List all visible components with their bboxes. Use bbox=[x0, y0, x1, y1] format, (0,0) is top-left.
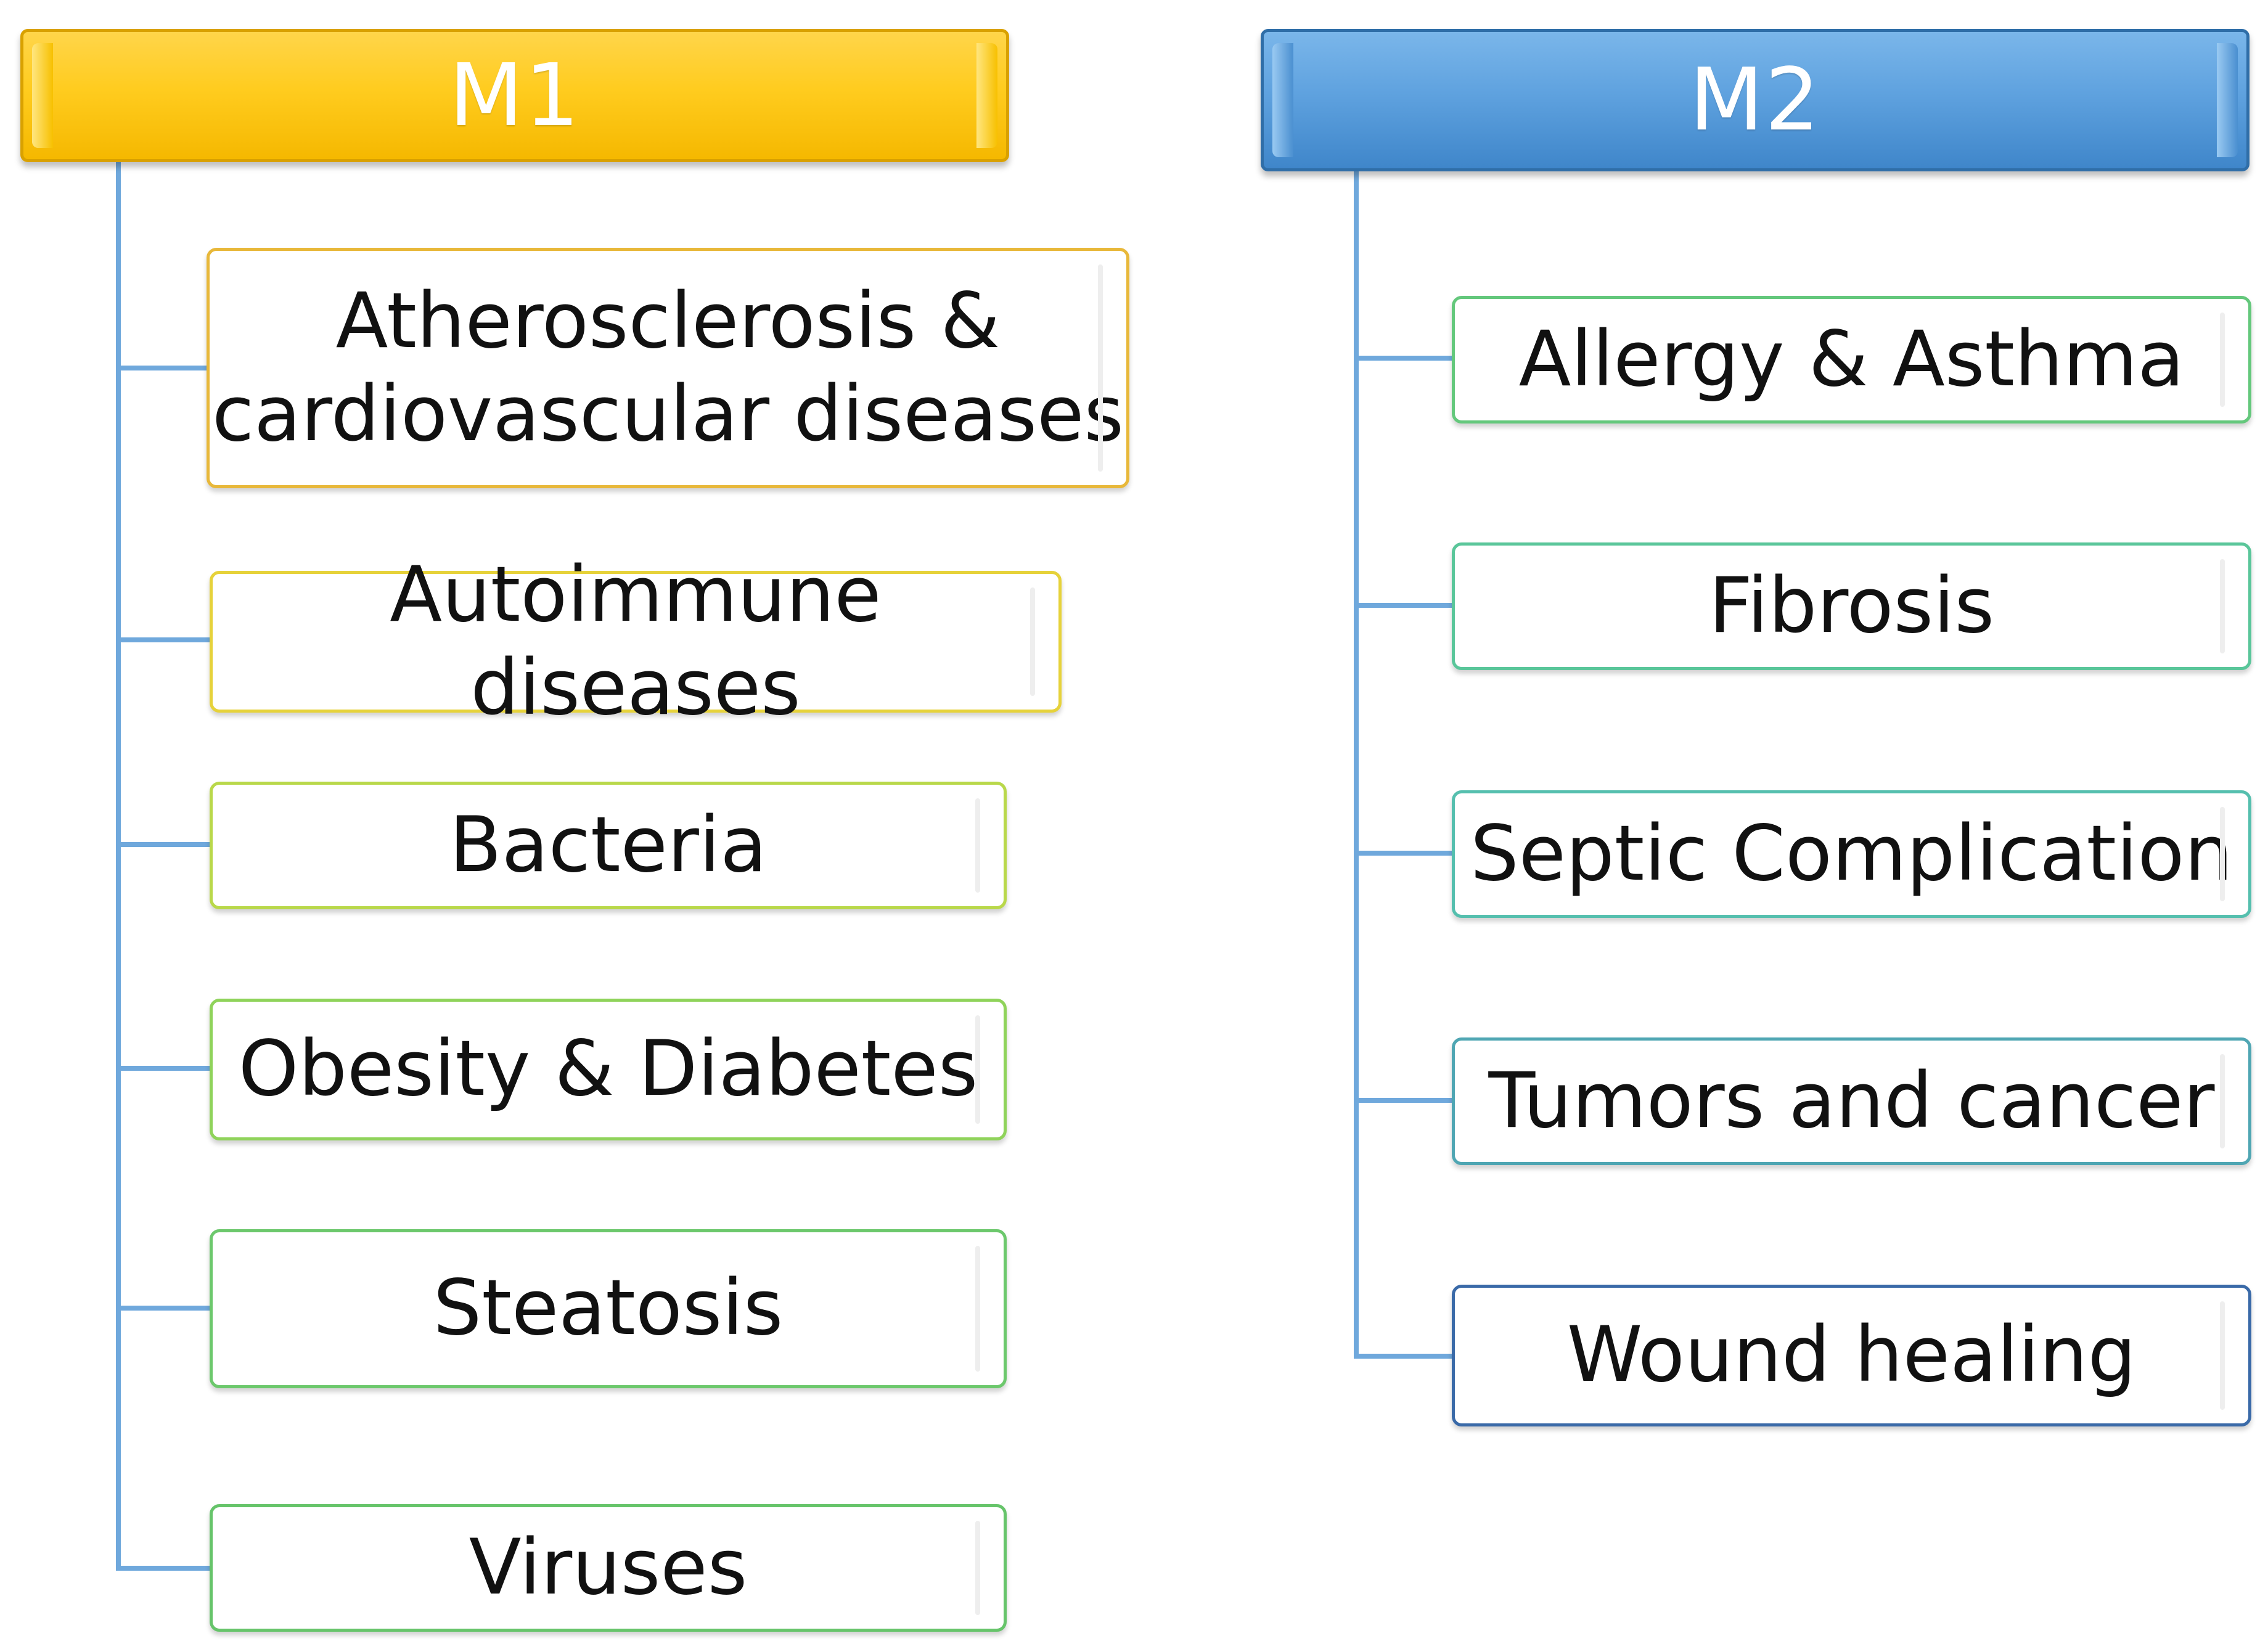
m1-item-atherosclerosis: Atherosclerosis & cardiovascular disease… bbox=[207, 248, 1129, 488]
m2-item-fibrosis: Fibrosis bbox=[1452, 542, 2251, 670]
m2-item-septic-complication: Septic Complication bbox=[1452, 790, 2251, 918]
m1-header: M1 bbox=[20, 29, 1009, 162]
m1-header-label: M1 bbox=[449, 45, 581, 146]
m1-item-obesity-diabetes: Obesity & Diabetes bbox=[210, 999, 1007, 1140]
m1-trunk-line bbox=[116, 162, 213, 1571]
m1-item-autoimmune: Autoimmune diseases bbox=[210, 550, 1062, 732]
m2-trunk-line bbox=[1354, 171, 1455, 1359]
m2-item-allergy-asthma: Allergy & Asthma bbox=[1452, 296, 2251, 424]
m1-item-viruses: Viruses bbox=[210, 1504, 1007, 1632]
m1-item-steatosis: Steatosis bbox=[210, 1229, 1007, 1388]
m2-header: M2 bbox=[1261, 29, 2250, 171]
m1-item-bacteria: Bacteria bbox=[210, 782, 1007, 909]
m2-item-wound-healing: Wound healing bbox=[1452, 1285, 2251, 1426]
m2-item-tumors-cancer: Tumors and cancer bbox=[1452, 1037, 2251, 1165]
m2-header-label: M2 bbox=[1689, 50, 1821, 150]
